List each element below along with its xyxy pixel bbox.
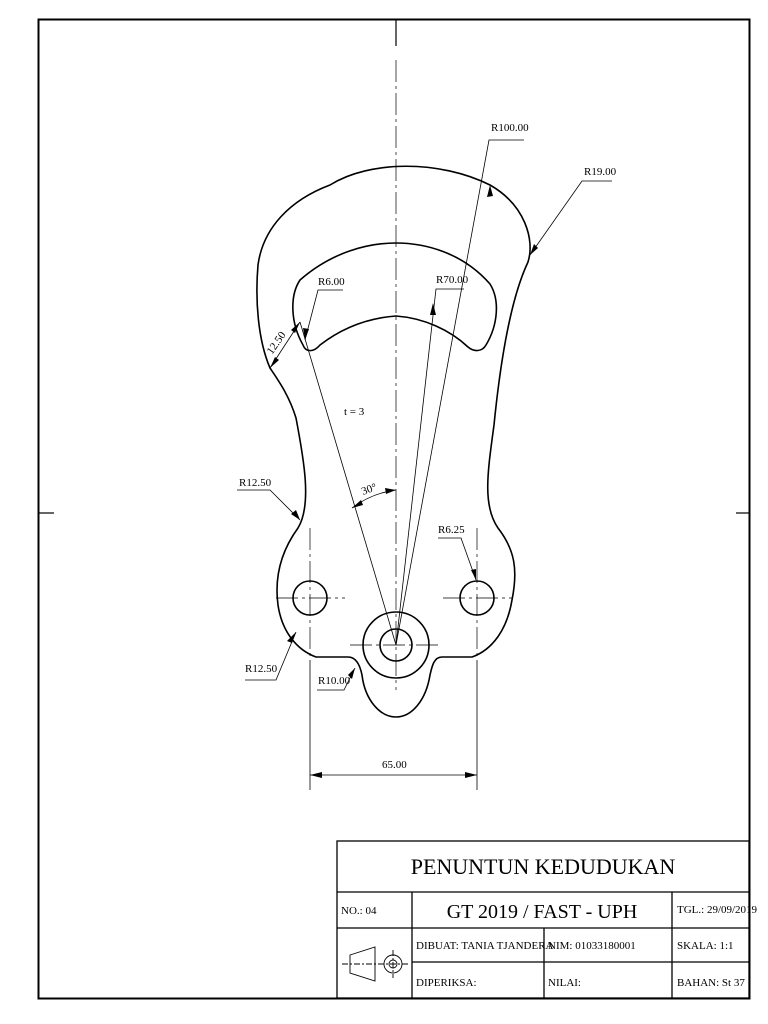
title-block-frame [336, 840, 750, 999]
r1250-upper-arrow [291, 510, 300, 520]
dim-r6: R6.00 [318, 276, 345, 288]
angle-arrow-right [385, 488, 396, 494]
tb-title: PENUNTUN KEDUDUKAN [411, 854, 676, 879]
dimension-lines [237, 139, 612, 790]
r625-arrow [471, 569, 476, 580]
r70-leader [395, 288, 464, 646]
tb-subtitle: GT 2019 / FAST - UPH [447, 901, 638, 923]
tb-material: BAHAN: St 37 [677, 977, 745, 989]
t1250-arrow-a [270, 357, 279, 368]
center-boss-outer [362, 611, 430, 679]
tb-drawn-by: DIBUAT: TANIA TJANDERA [416, 940, 554, 952]
r19-leader [529, 180, 612, 256]
dim-r19: R19.00 [584, 166, 617, 178]
t1250-arrow-b [291, 322, 300, 333]
r100-leader [395, 139, 524, 646]
dim-width-65: 65.00 [382, 759, 407, 771]
r10-arrow [348, 668, 355, 679]
r70-arrow [430, 303, 436, 315]
tb-checked-by: DIPERIKSA: [416, 977, 477, 989]
tb-grade: NILAI: [548, 977, 581, 989]
tb-nim: NIM: 01033180001 [548, 940, 636, 952]
r6-leader [304, 289, 343, 341]
tb-no: NO.: 04 [341, 905, 377, 917]
r1250-upper-leader [237, 489, 301, 521]
left-hole [292, 580, 328, 616]
center-hole [379, 628, 413, 662]
radial-30-line [299, 321, 397, 646]
angle-arrow-left [352, 500, 363, 508]
r6-arrow [303, 328, 309, 340]
center-lines [276, 60, 512, 690]
curved-slot [292, 242, 498, 352]
r625-leader [438, 537, 477, 581]
tb-scale: SKALA: 1:1 [677, 940, 734, 952]
dim-r70: R70.00 [436, 274, 469, 286]
width-arrow-right [465, 772, 477, 778]
dim-thickness: t = 3 [344, 406, 365, 418]
arrowheads [270, 185, 538, 778]
right-hole [459, 580, 495, 616]
title-block: PENUNTUN KEDUDUKAN NO.: 04 GT 2019 / FAS… [336, 840, 758, 999]
projection-symbol-icon [342, 946, 408, 982]
r100-arrow [487, 185, 493, 197]
r1250-lower-arrow [287, 632, 296, 643]
dim-r10: R10.00 [318, 675, 351, 687]
r19-arrow [530, 244, 538, 255]
dim-r1250-lower: R12.50 [245, 663, 278, 675]
dim-r100: R100.00 [491, 122, 529, 134]
width-arrow-left [310, 772, 322, 778]
dim-r625: R6.25 [438, 524, 465, 536]
r1250-lower-leader [245, 631, 297, 681]
centering-marks [38, 19, 750, 514]
dim-angle: 30° [360, 481, 379, 498]
tb-date: TGL.: 29/09/2019 [677, 904, 758, 916]
part-outline [256, 165, 531, 718]
dim-t1250: 12.50 [265, 329, 289, 357]
dim-r1250-upper: R12.50 [239, 477, 272, 489]
